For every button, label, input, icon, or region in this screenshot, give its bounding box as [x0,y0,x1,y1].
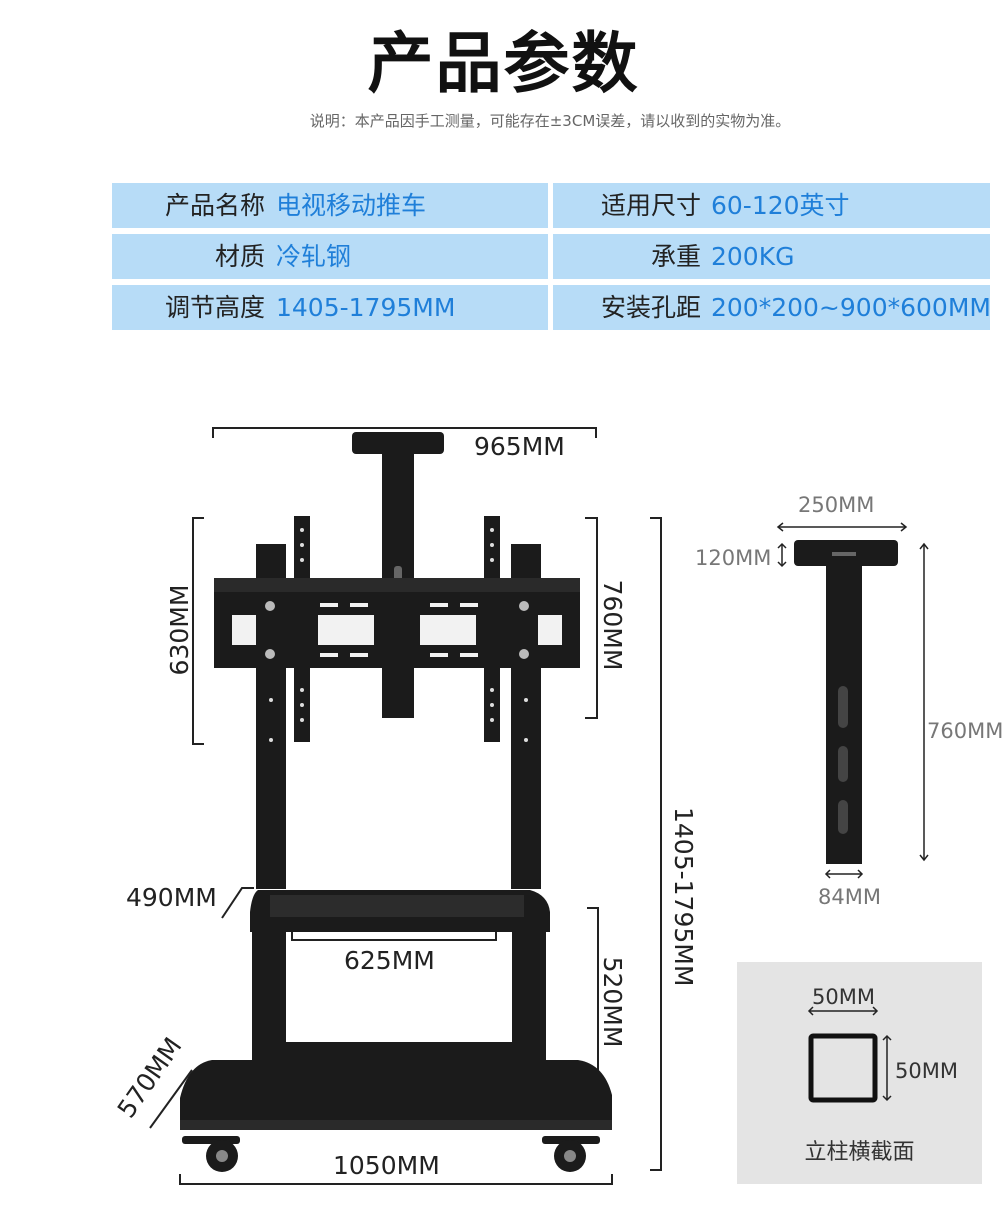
spec-cell: 产品名称 电视移动推车 [112,183,548,228]
spec-label: 产品名称 [164,191,265,220]
spec-row: 材质 冷轧钢 承重 200KG [112,234,990,279]
dimension-line-top-width [212,427,597,438]
dimension-line-shelf-depth [221,887,254,919]
dimension-line-shelf-width [291,932,497,941]
dimension-line-base-depth [149,1069,193,1129]
spec-label: 适用尺寸 [600,191,701,220]
dim-shelf-width: 625MM [344,946,435,975]
measurement-note: 说明：本产品因手工测量，可能存在±3CM误差，请以收到的实物为准。 [309,112,791,130]
dim-bracket-top-height: 120MM [695,546,772,570]
caster-wheels [182,1136,600,1172]
spec-value: 200*200~900*600MM [711,293,991,322]
spec-cell: 安装孔距 200*200~900*600MM [553,285,991,330]
spec-cell: 承重 200KG [553,234,990,279]
cross-section-caption: 立柱横截面 [804,1140,915,1165]
spec-label: 材质 [214,242,265,271]
plate-bolts [265,601,529,659]
spec-label: 承重 [650,242,701,271]
spec-row: 调节高度 1405-1795MM 安装孔距 200*200~900*600MM [112,285,991,330]
dim-section-height: 50MM [895,1059,958,1083]
dimension-line-mount-height [192,517,204,745]
spec-cell: 适用尺寸 60-120英寸 [553,183,990,228]
page-title: 产品参数 [367,25,640,102]
dimension-line-total-height [650,517,662,1171]
base-platform [180,1060,612,1126]
spec-value: 60-120英寸 [711,191,850,220]
dim-bracket-width: 250MM [798,493,875,517]
mounting-plate [214,592,580,668]
dim-shelf-depth: 490MM [126,883,217,912]
dimension-line-760 [585,517,598,719]
spec-cell: 调节高度 1405-1795MM [112,285,548,330]
bracket-diagram [776,522,929,879]
tv-cart-illustration [180,432,612,1172]
cross-section-panel: 50MM 50MM 立柱横截面 [737,962,982,1184]
dim-mount-width: 630MM [165,584,194,676]
dim-section-width: 50MM [812,985,875,1009]
arm-holes [269,528,528,742]
spec-value: 200KG [711,242,795,271]
spec-label: 安装孔距 [600,293,701,322]
spec-table: 产品名称 电视移动推车 适用尺寸 60-120英寸 材质 冷轧钢 承重 200K… [112,183,991,331]
spec-value: 1405-1795MM [276,293,456,322]
spec-label: 调节高度 [164,293,265,322]
dimension-lines [149,427,662,1185]
dim-bracket-length: 760MM [927,719,1004,743]
dim-shelf-height: 520MM [598,956,627,1048]
cross-section-drawing [807,1006,892,1103]
mounting-plate-slots [232,603,562,657]
spec-value: 电视移动推车 [276,191,427,220]
spec-value: 冷轧钢 [276,242,352,271]
dim-mount-height: 760MM [598,579,627,671]
camera-shelf [352,432,444,454]
dim-bracket-post-width: 84MM [818,885,881,909]
spec-cell: 材质 冷轧钢 [112,234,548,279]
dim-total-height: 1405-1795MM [669,807,698,987]
lower-crossbar [286,1042,512,1060]
spec-row: 产品名称 电视移动推车 适用尺寸 60-120英寸 [112,183,990,228]
dim-top-width: 965MM [474,432,565,461]
dim-base-width: 1050MM [333,1151,440,1180]
dimension-line-base-width [179,1174,613,1185]
